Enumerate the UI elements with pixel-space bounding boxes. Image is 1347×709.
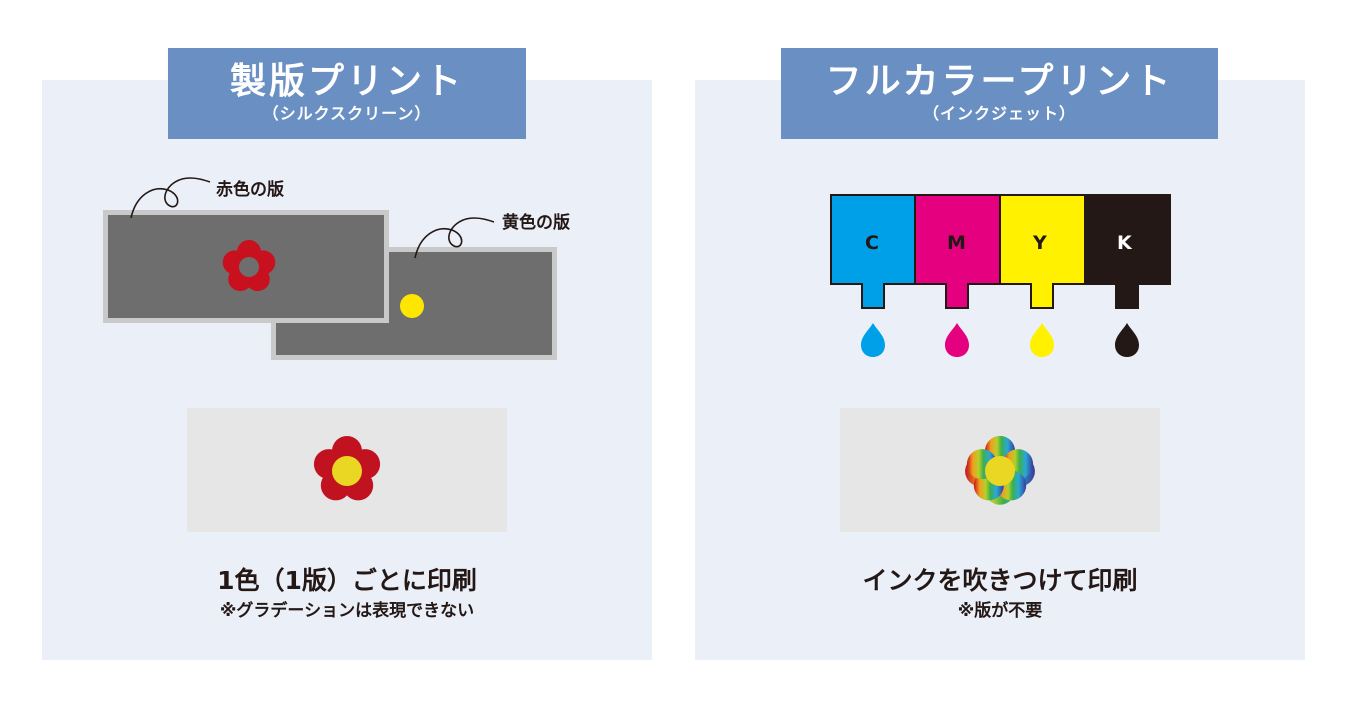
full-color-printing-panel [695, 80, 1305, 660]
full-color-printing-subtitle: （インクジェット） [922, 104, 1076, 123]
ink-drops [861, 323, 1139, 357]
screen-print-result [187, 408, 507, 532]
screen-printing-caption-main: 1色（1版）ごとに印刷 [217, 566, 477, 595]
screen-printing-title: 製版プリント [229, 61, 464, 102]
screen-printing-header: 製版プリント （シルクスクリーン） [168, 48, 526, 139]
yellow-plate-label: 黄色の版 [502, 213, 570, 233]
full-color-printing-caption: インクを吹きつけて印刷 ※版が不要 [695, 564, 1305, 624]
full-color-printing-caption-note: ※版が不要 [957, 601, 1043, 621]
red-plate-label: 赤色の版 [216, 180, 284, 200]
red-flower-icon [313, 436, 381, 501]
red-plate [103, 210, 389, 323]
screen-printing-panel [42, 80, 652, 660]
screen-printing-caption-note: ※グラデーションは表現できない [219, 601, 475, 621]
full-color-printing-header: フルカラープリント （インクジェット） [781, 48, 1218, 139]
red-plate-leader-icon [130, 177, 211, 219]
full-color-printing-caption-main: インクを吹きつけて印刷 [862, 566, 1138, 595]
yellow-dot-icon [400, 294, 424, 318]
rainbow-flower-icon [965, 436, 1035, 505]
screen-printing-caption: 1色（1版）ごとに印刷 ※グラデーションは表現できない [42, 564, 652, 624]
yellow-ink-label: Y [1033, 232, 1047, 254]
inkjet-print-result [840, 408, 1160, 532]
black-ink-label: K [1117, 232, 1132, 254]
red-flower-outline-icon [222, 240, 276, 292]
magenta-ink-label: M [947, 232, 966, 254]
cmyk-ink-cartridges [830, 194, 1171, 357]
screen-printing-subtitle: （シルクスクリーン） [262, 104, 432, 123]
full-color-printing-title: フルカラープリント [825, 61, 1174, 102]
cyan-ink-label: C [865, 232, 879, 254]
yellow-plate-leader-icon [414, 217, 495, 259]
